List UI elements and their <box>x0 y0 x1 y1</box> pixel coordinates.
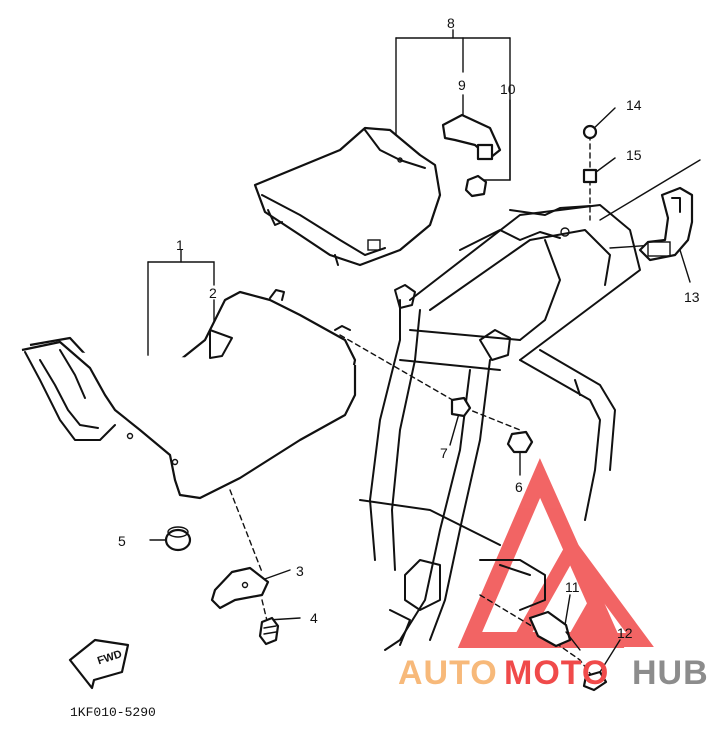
diagram-code: 1KF010-5290 <box>70 705 156 720</box>
main-seat <box>21 289 357 500</box>
collar-part-7 <box>450 396 472 418</box>
callout-1: 1 <box>176 237 184 253</box>
bolt-part-4 <box>258 616 280 646</box>
callout-4: 4 <box>310 610 318 626</box>
watermark-text: AUTO MOTO HUB <box>398 654 709 692</box>
frame <box>359 204 641 651</box>
pillion-seat <box>253 126 442 267</box>
switch-part-11 <box>528 610 581 651</box>
watermark-moto: MOTO <box>504 654 609 692</box>
callout-14: 14 <box>626 97 642 113</box>
damper-part-5 <box>164 526 192 552</box>
callout-5: 5 <box>118 533 126 549</box>
callout-8: 8 <box>447 15 455 31</box>
callout-7: 7 <box>440 445 448 461</box>
seat-lock-part-13 <box>638 186 694 262</box>
callout-10: 10 <box>500 81 516 97</box>
fwd-arrow-icon: FWD <box>68 638 130 690</box>
spring-part-15 <box>582 168 598 184</box>
nut-part-10 <box>464 174 488 198</box>
plate-part-3 <box>210 566 270 610</box>
bracket-part-9 <box>441 113 502 161</box>
screw-part-12 <box>582 670 608 692</box>
callout-11: 11 <box>565 579 580 595</box>
watermark-auto: AUTO <box>398 654 498 692</box>
callout-9: 9 <box>458 77 466 93</box>
watermark-hub: HUB <box>632 654 709 692</box>
bolt-part-14 <box>582 124 598 140</box>
callout-6: 6 <box>515 479 523 495</box>
callout-15: 15 <box>626 147 642 163</box>
bolt-part-6 <box>506 430 534 454</box>
callout-2: 2 <box>209 285 217 301</box>
callout-3: 3 <box>296 563 304 579</box>
callout-12: 12 <box>617 625 633 641</box>
callout-13: 13 <box>684 289 700 305</box>
